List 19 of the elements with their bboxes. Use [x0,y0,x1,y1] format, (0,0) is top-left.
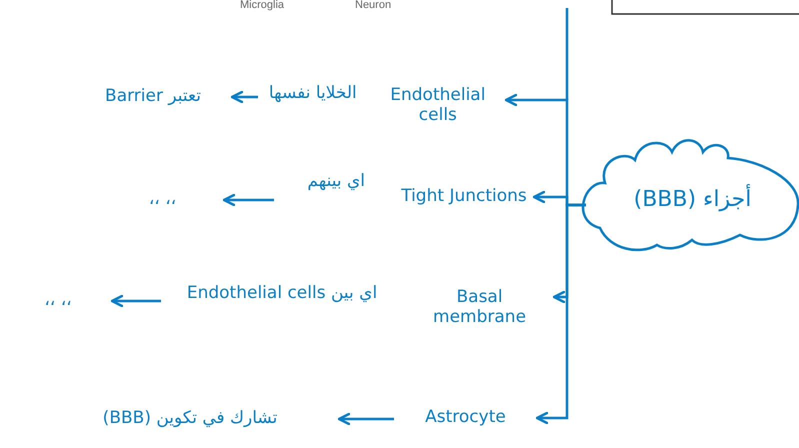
arrow [338,412,394,426]
cloud-shape [582,139,799,252]
note-text: تعتبر Barrier [105,87,201,107]
arrow [536,204,586,424]
note-text: اي بينهم [306,172,366,192]
note-text: Astrocyte [425,408,506,428]
image-label: Microglia [240,0,284,11]
note-text: اي بين Endothelial cells [186,284,378,304]
arrow [230,90,258,104]
note-text: Tight Junctions [401,187,527,207]
note-text: الخلايا نفسها [268,84,358,104]
arrow [222,194,274,206]
note-text: تشارك في تكوين (BBB) [102,409,278,429]
note-text: ،، ،، [44,291,72,311]
image-label: Neuron [355,0,392,11]
note-text: ،، ،، [148,190,176,210]
note-text: Basal membrane [432,288,528,328]
arrow [110,294,161,308]
note-text: Endothelial cells [389,86,486,126]
